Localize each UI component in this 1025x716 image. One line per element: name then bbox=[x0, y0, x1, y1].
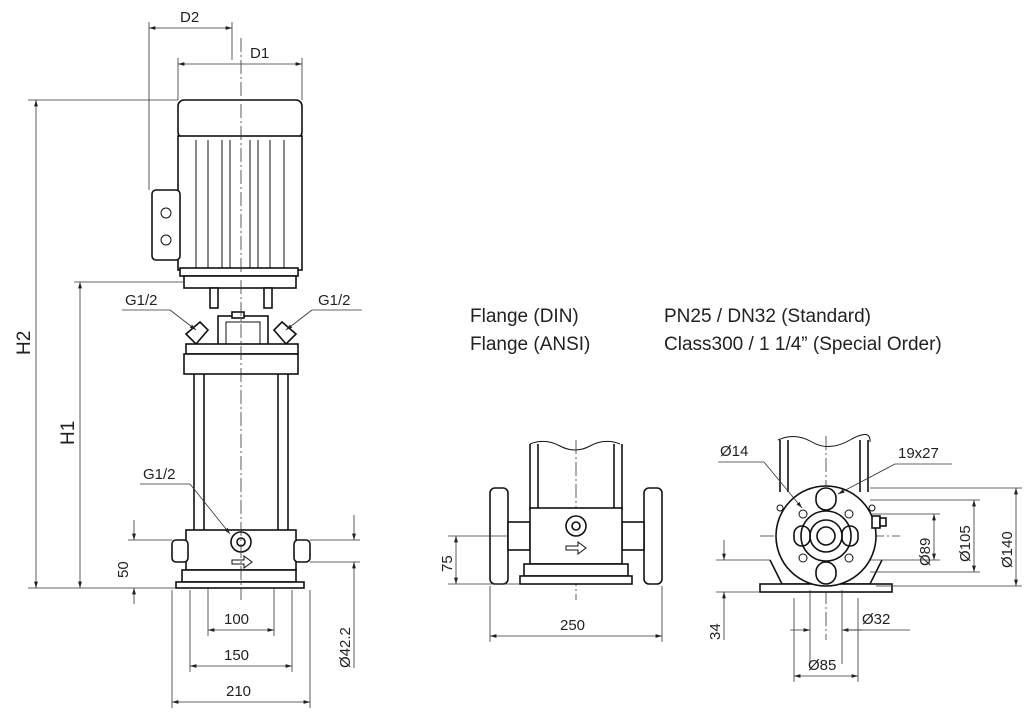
label-hole-diameter: Ø14 bbox=[720, 443, 748, 460]
dim-d1: D1 bbox=[250, 45, 269, 62]
spec-din-value: PN25 / DN32 (Standard) bbox=[664, 306, 871, 327]
dim-diameter-89: Ø89 bbox=[917, 538, 934, 566]
dim-h2: H2 bbox=[14, 331, 35, 355]
dim-width-100: 100 bbox=[224, 611, 249, 628]
side-view: D2 D1 H2 H1 G1/2 G1/2 G1/2 50 bbox=[14, 9, 362, 708]
dim-height-50: 50 bbox=[115, 561, 132, 578]
dim-h1: H1 bbox=[58, 421, 79, 445]
dim-diameter-105: Ø105 bbox=[957, 525, 974, 562]
spec-ansi-value: Class300 / 1 1/4” (Special Order) bbox=[664, 334, 942, 355]
label-g-right: G1/2 bbox=[318, 292, 351, 309]
dim-width-250: 250 bbox=[560, 617, 585, 634]
dim-diameter-85: Ø85 bbox=[808, 657, 836, 674]
flange-spec: Flange (DIN) PN25 / DN32 (Standard) Flan… bbox=[470, 306, 942, 355]
dim-width-210: 210 bbox=[226, 683, 251, 700]
dim-diameter-42: Ø42.2 bbox=[337, 627, 354, 668]
flange-view: Ø14 19x27 Ø89 Ø105 Ø140 34 Ø32 bbox=[707, 434, 1022, 682]
label-g-left: G1/2 bbox=[125, 292, 158, 309]
spec-ansi-name: Flange (ANSI) bbox=[470, 334, 590, 355]
label-g-drain: G1/2 bbox=[143, 466, 176, 483]
dim-height-75: 75 bbox=[439, 555, 456, 572]
motor bbox=[151, 99, 303, 289]
label-slot: 19x27 bbox=[898, 445, 939, 462]
spec-din-name: Flange (DIN) bbox=[470, 306, 579, 327]
dim-diameter-32: Ø32 bbox=[862, 611, 890, 628]
dim-diameter-140: Ø140 bbox=[999, 531, 1016, 568]
dim-width-150: 150 bbox=[224, 647, 249, 664]
dim-d2: D2 bbox=[180, 9, 199, 26]
front-view: 75 250 bbox=[439, 440, 663, 642]
dim-height-34: 34 bbox=[707, 623, 724, 640]
